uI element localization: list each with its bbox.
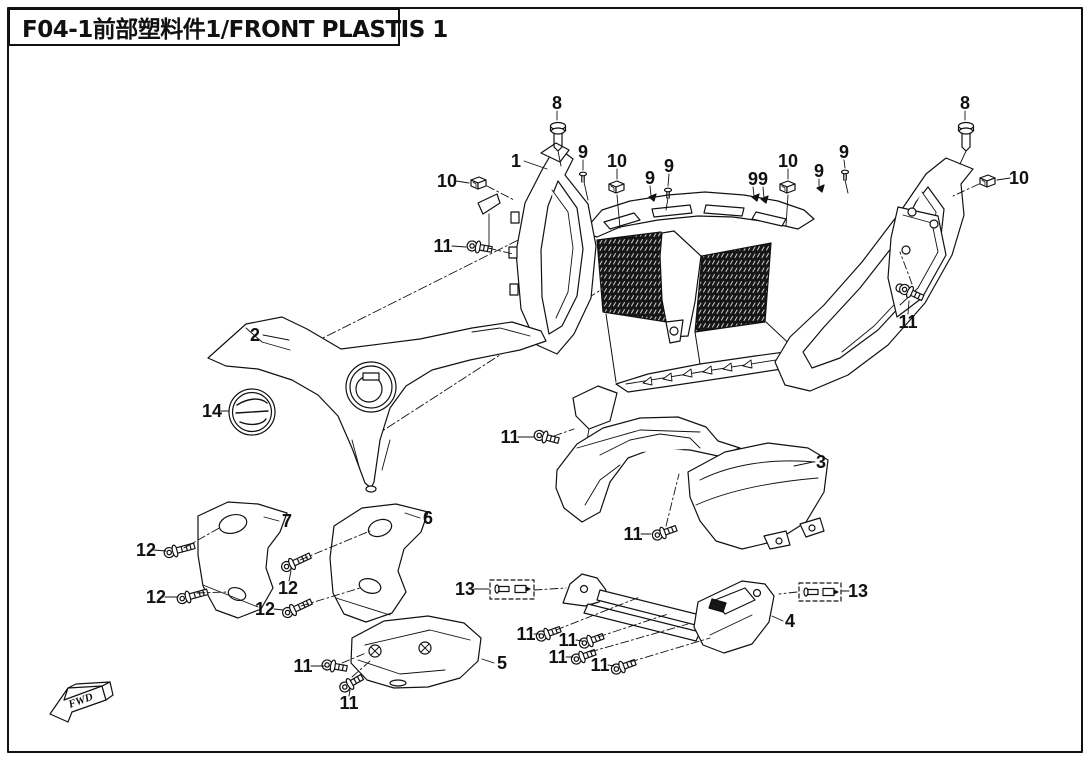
part-7-inner-panel-left — [197, 501, 288, 619]
part-5-lower-cover — [350, 615, 482, 689]
screw-12-icons — [163, 542, 313, 619]
part-headlight-pod-right — [774, 157, 974, 392]
screw-icon — [163, 542, 196, 559]
screw-icon — [898, 283, 925, 302]
rivet-icon — [578, 171, 588, 183]
rivet-9-icons — [578, 169, 850, 204]
part-14-emblem — [228, 388, 276, 436]
page-title: F04-1前部塑料件1/FRONT PLASTIS 1 — [22, 17, 448, 43]
page-border — [7, 7, 1083, 753]
fastener-leader-lines — [183, 183, 980, 678]
part-4-lower-bracket — [562, 573, 775, 654]
screw-icon — [466, 240, 493, 254]
screw-icon — [339, 673, 365, 693]
screw-icon — [176, 588, 209, 605]
fastener-13-kits — [489, 579, 842, 602]
clip-icon — [779, 180, 796, 194]
screw-icon — [321, 659, 348, 673]
fastener-kit-box — [798, 582, 842, 602]
part-2-front-fascia — [207, 316, 547, 493]
clip-icon — [608, 180, 625, 194]
screw-11-icons — [321, 240, 925, 693]
clip-icon — [979, 174, 996, 188]
bumper-beam-vents — [642, 359, 753, 386]
screw-icon — [549, 121, 567, 152]
screw-icon — [610, 658, 637, 675]
fastener-kit-box — [489, 579, 535, 600]
part-1-headlight-pod-left — [508, 142, 597, 355]
grille-mesh-right — [694, 242, 772, 333]
title-box: F04-1前部塑料件1/FRONT PLASTIS 1 — [8, 8, 448, 46]
screw-icon — [957, 121, 975, 152]
clip-10-icons — [470, 174, 996, 194]
clip-icon — [470, 176, 487, 190]
grille-assembly — [477, 191, 815, 393]
screw-icon — [535, 625, 562, 642]
screw-icon — [533, 429, 560, 444]
screw-icon — [578, 632, 605, 649]
part-6-inner-panel-right — [329, 503, 429, 623]
screw-icon — [651, 524, 678, 541]
fwd-arrow: FWD — [49, 681, 114, 723]
part-3-side-scoop — [555, 385, 829, 550]
leader-lines — [153, 110, 1011, 697]
screw-icon — [280, 552, 312, 573]
screw-icon — [570, 648, 597, 665]
rivet-icon — [840, 169, 850, 181]
screw-8-icons — [549, 121, 975, 152]
grille-mesh-left — [596, 231, 668, 323]
rivet-icon — [663, 187, 673, 199]
screw-icon — [281, 598, 313, 619]
